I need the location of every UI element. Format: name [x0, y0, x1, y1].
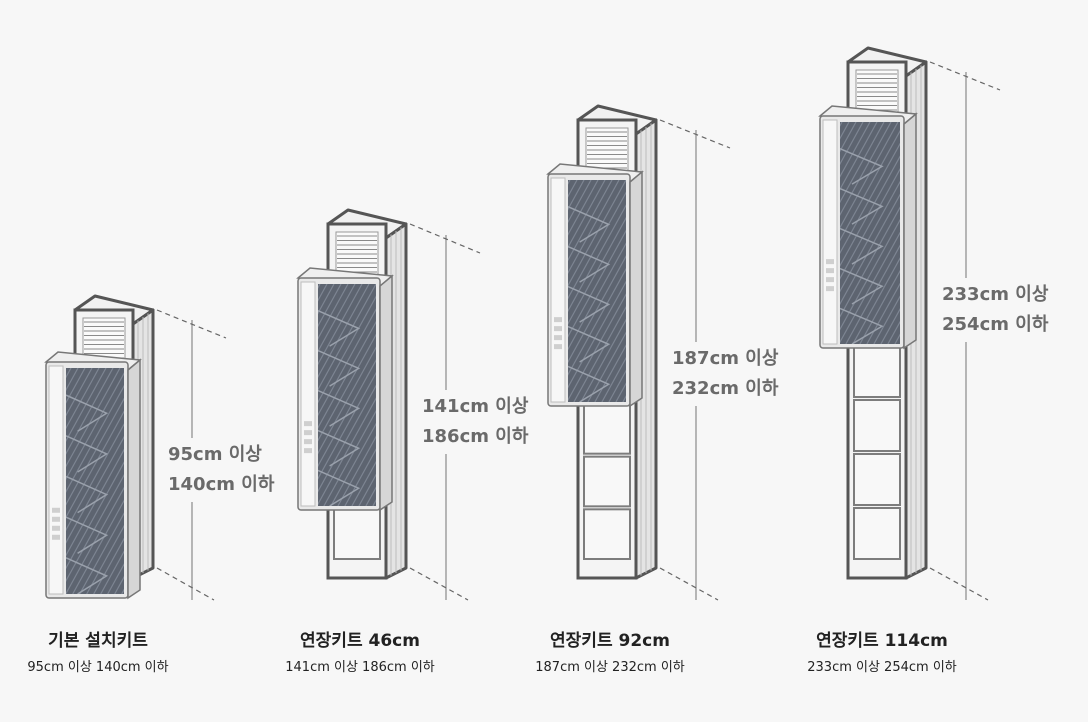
- extension-panel: [583, 403, 631, 455]
- control-button: [826, 286, 834, 292]
- unit-side: [379, 274, 393, 512]
- control-strip: [822, 119, 838, 345]
- control-button: [826, 268, 834, 274]
- kit-title-92cm: 연장키트 92cm: [550, 631, 670, 651]
- grille-pattern: [318, 284, 376, 506]
- control-button: [554, 326, 562, 332]
- range-max: 140cm 이하: [168, 474, 275, 495]
- grille-pattern: [66, 368, 124, 594]
- extension-panel: [853, 507, 901, 560]
- dimension-extension-bottom: [156, 567, 215, 601]
- extension-panel: [333, 507, 381, 560]
- control-button: [554, 317, 562, 323]
- range-max: 186cm 이하: [422, 426, 529, 447]
- kit-title-114cm: 연장키트 114cm: [816, 631, 948, 651]
- control-button: [52, 516, 60, 522]
- dimension-extension-bottom: [409, 567, 469, 601]
- dimension-extension-top: [156, 309, 227, 339]
- height-range-label-46cm: 141cm 이상 186cm 이하: [418, 390, 533, 454]
- extension-panel: [583, 508, 631, 561]
- range-min: 95cm 이상: [168, 444, 262, 465]
- kit-subtitle-114cm: 233cm 이상 254cm 이하: [807, 660, 957, 675]
- installation-kit-1: [296, 208, 481, 601]
- height-range-label-114cm: 233cm 이상 254cm 이하: [938, 278, 1053, 342]
- grille-pattern: [568, 180, 626, 402]
- kit-subtitle-92cm: 187cm 이상 232cm 이하: [535, 660, 685, 675]
- control-button: [826, 277, 834, 283]
- control-button: [52, 525, 60, 531]
- unit-side: [629, 170, 643, 408]
- extension-panel: [583, 455, 631, 508]
- unit-side: [903, 112, 917, 350]
- control-button: [52, 534, 60, 540]
- extension-panel: [853, 453, 901, 506]
- height-range-label-92cm: 187cm 이상 232cm 이하: [668, 342, 783, 406]
- dimension-extension-bottom: [929, 567, 989, 601]
- installation-kit-0: [44, 294, 227, 601]
- grille-pattern: [840, 122, 900, 344]
- range-min: 141cm 이상: [422, 396, 529, 417]
- control-button: [554, 344, 562, 350]
- extension-panel: [853, 399, 901, 452]
- extension-panel: [853, 345, 901, 398]
- range-max: 254cm 이하: [942, 314, 1049, 335]
- kit-title-basic: 기본 설치키트: [48, 631, 148, 651]
- control-button: [554, 335, 562, 341]
- dimension-extension-top: [409, 223, 481, 254]
- dimension-extension-top: [659, 119, 731, 149]
- height-range-label-basic: 95cm 이상 140cm 이하: [164, 438, 279, 502]
- range-min: 187cm 이상: [672, 348, 779, 369]
- kit-subtitle-basic: 95cm 이상 140cm 이하: [27, 660, 169, 675]
- unit-side: [127, 358, 141, 600]
- dimension-extension-top: [929, 61, 1001, 91]
- control-strip: [550, 177, 566, 403]
- control-button: [304, 421, 312, 427]
- control-button: [826, 259, 834, 265]
- kit-subtitle-46cm: 141cm 이상 186cm 이하: [285, 660, 435, 675]
- control-button: [304, 439, 312, 445]
- dimension-extension-bottom: [659, 567, 719, 601]
- control-button: [304, 430, 312, 436]
- range-max: 232cm 이하: [672, 378, 779, 399]
- control-strip: [48, 365, 64, 595]
- installation-kit-2: [546, 104, 731, 601]
- control-button: [304, 448, 312, 454]
- installation-kit-3: [818, 46, 1001, 601]
- range-min: 233cm 이상: [942, 284, 1049, 305]
- control-button: [52, 507, 60, 513]
- control-strip: [300, 281, 316, 507]
- kit-title-46cm: 연장키트 46cm: [300, 631, 420, 651]
